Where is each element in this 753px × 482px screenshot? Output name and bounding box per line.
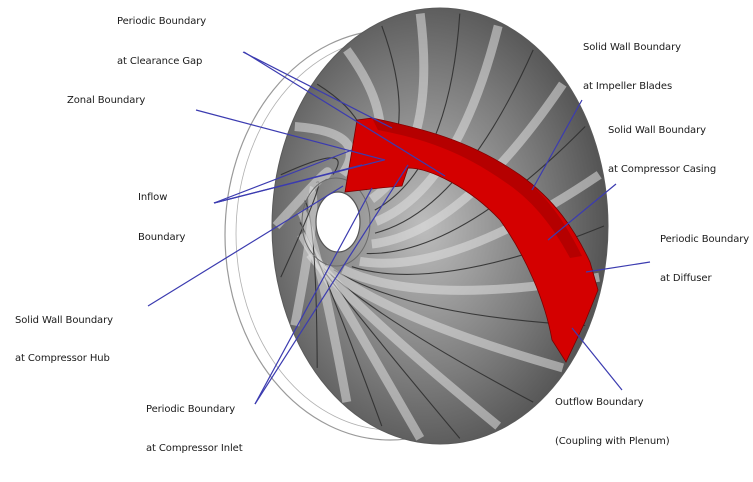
impeller-blade [359,171,602,268]
impeller-blade [366,126,586,255]
leader-line [195,109,386,161]
label-periodic-inlet-1: Periodic Boundary [146,404,236,415]
leader-line [243,51,446,177]
leader-line [585,261,651,273]
label-periodic-diffuser-1: Periodic Boundary [660,234,750,245]
label-solid-blades-1: Solid Wall Boundary [583,42,681,53]
leader-line [242,51,393,129]
impeller-blade [371,81,567,249]
label-solid-hub-1: Solid Wall Boundary [15,315,113,326]
impeller-blade [333,269,586,327]
leader-line [147,185,344,307]
label-periodic-inlet-2: at Compressor Inlet [146,443,243,454]
label-outflow-1: Outflow Boundary [555,397,644,408]
leader-line [547,183,617,241]
impeller-blade [297,208,352,403]
label-zonal: Zonal Boundary [67,95,146,106]
label-periodic-clearance-2: at Clearance Gap [117,56,203,67]
label-solid-hub-2: at Compressor Hub [15,353,110,364]
label-inflow-1: Inflow [138,192,168,203]
label-inflow-2: Boundary [138,232,186,243]
label-periodic-diffuser-2: at Diffuser [660,273,712,284]
label-solid-blades-2: at Impeller Blades [583,81,673,92]
leader-line [213,149,353,204]
impeller-blade [294,122,355,177]
label-solid-casing-1: Solid Wall Boundary [608,125,706,136]
leader-line [571,327,623,391]
label-outflow-2: (Coupling with Plenum) [555,436,670,447]
leader-line [213,159,385,204]
label-periodic-clearance-1: Periodic Boundary [117,16,207,27]
leader-line [531,99,583,191]
hub-ring [301,177,371,267]
label-solid-casing-2: at Compressor Casing [608,164,717,175]
impeller-blade [303,199,318,368]
leader-line [254,187,373,405]
leader-lines [147,51,651,405]
highlighted-passage-shade [372,118,582,258]
impeller-blade [321,263,565,373]
leader-line [254,164,409,405]
